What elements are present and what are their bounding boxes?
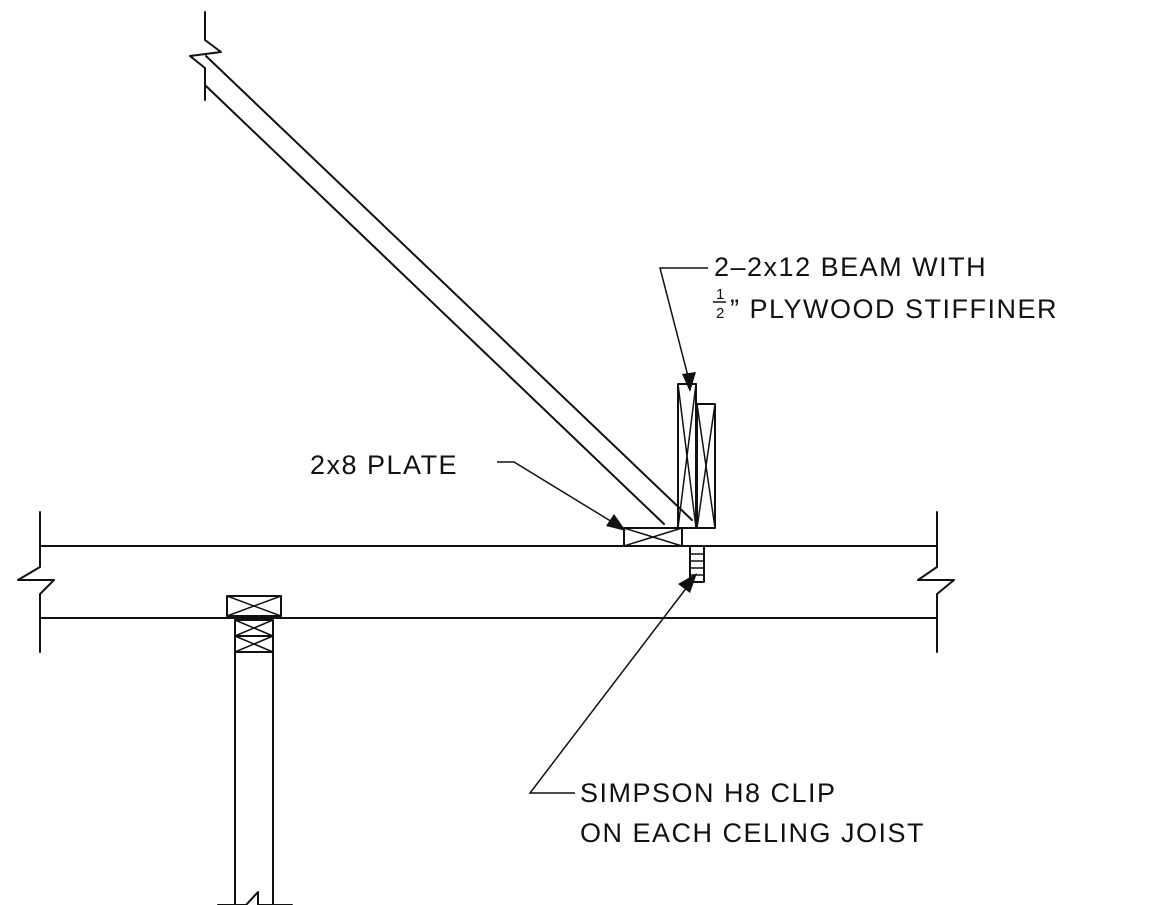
joist-left-break-symbol	[17, 511, 55, 653]
wall-top-plates	[226, 595, 282, 653]
simpson-h8-clip	[689, 545, 705, 583]
rafter	[189, 11, 693, 525]
beam-leader-arrowhead	[682, 372, 696, 392]
clip-leader	[528, 573, 697, 794]
beam-label-line1: 2–2x12 BEAM WITH	[714, 252, 987, 282]
beam-leader	[659, 267, 708, 392]
clip-label-line2: ON EACH CELING JOIST	[580, 818, 925, 848]
ceiling-joist	[17, 511, 955, 653]
rafter-break-symbol	[189, 11, 222, 101]
stud-break-symbol	[217, 891, 293, 905]
plate-2x8	[623, 527, 683, 547]
beam-label-fraction-numerator: 1	[716, 286, 724, 303]
wall-stud	[217, 651, 293, 905]
joist-right-break-symbol	[917, 511, 955, 653]
plate-leader-arrowhead	[606, 514, 626, 531]
plate-label: 2x8 PLATE	[310, 450, 458, 480]
beam-2-2x12	[677, 383, 716, 529]
clip-label-line1: SIMPSON H8 CLIP	[580, 778, 837, 808]
beam-label-fraction-denominator: 2	[716, 305, 724, 322]
beam-label-line2: ” PLYWOOD STIFFINER	[730, 294, 1058, 324]
clip-leader-arrowhead	[678, 573, 697, 593]
plate-leader	[497, 461, 626, 531]
